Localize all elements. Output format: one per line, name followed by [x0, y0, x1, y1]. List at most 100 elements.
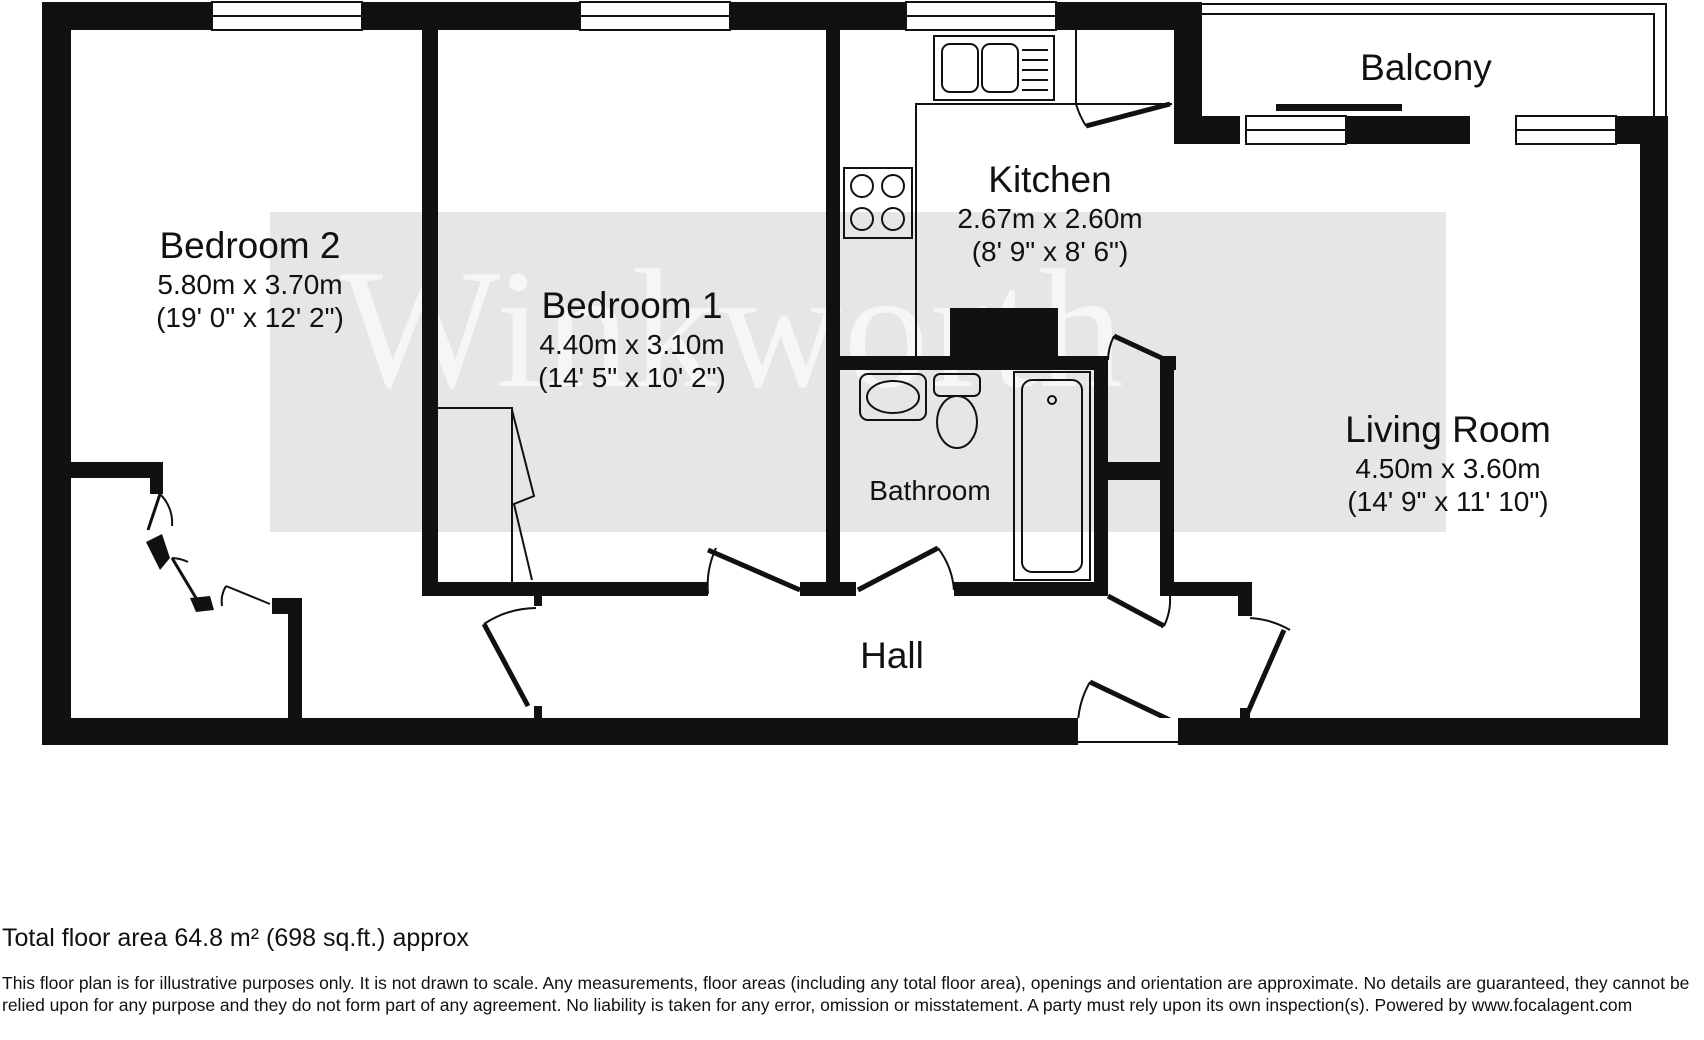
door-bathroom	[856, 545, 940, 593]
door-bed2-corridor-arc	[220, 585, 227, 607]
wall-living-hall-post	[1238, 582, 1252, 616]
door-living	[1245, 628, 1287, 714]
windows	[211, 1, 1617, 145]
wall-living-top-b	[1342, 116, 1470, 144]
room-size-metric: 5.80m x 3.70m	[157, 268, 343, 300]
wall-cupboard-mid	[1094, 462, 1174, 480]
bathroom-fittings	[859, 371, 1091, 581]
wall-wardrobe-post	[150, 462, 163, 494]
wardrobe-hinge-a	[146, 534, 170, 570]
room-size-imperial: (14' 9" x 11' 10")	[1347, 485, 1549, 517]
walls	[42, 2, 1668, 745]
sink-bowl-2	[981, 43, 1019, 93]
room-name: Bedroom 2	[159, 225, 341, 266]
hob-ring	[881, 207, 905, 231]
door-bedroom1-arc	[706, 547, 717, 595]
toilet-cistern	[933, 373, 981, 397]
room-label-hall: Hall	[812, 634, 972, 678]
door-hall	[481, 622, 531, 708]
watermark-panel	[270, 212, 1446, 532]
sink-bowl-1	[941, 43, 979, 93]
room-label-living-room: Living Room 4.50m x 3.60m (14' 9" x 11' …	[1316, 408, 1580, 518]
room-name: Balcony	[1360, 47, 1492, 88]
door-cupboard-lower-arc	[1163, 595, 1172, 627]
jamb-hall-1	[534, 596, 542, 606]
balcony-rail-inner	[1202, 13, 1655, 116]
room-label-balcony: Balcony	[1336, 46, 1516, 90]
hob	[843, 167, 913, 239]
door-bed2-corridor	[225, 585, 271, 605]
room-label-bathroom: Bathroom	[850, 474, 1010, 507]
door-living-arc	[1249, 617, 1291, 631]
hob-ring	[850, 174, 874, 198]
room-name: Kitchen	[988, 159, 1112, 200]
doors	[146, 101, 1291, 725]
room-name: Bedroom 1	[541, 285, 723, 326]
sink-unit	[933, 35, 1055, 101]
door-entrance	[1088, 679, 1176, 725]
wardrobe-carcass	[438, 407, 513, 582]
wall-living-top-c	[1614, 116, 1668, 144]
basin	[859, 373, 927, 421]
door-wardrobe-a	[146, 493, 162, 531]
door-cupboard-upper-arc	[1107, 335, 1115, 361]
room-label-bedroom1: Bedroom 1 4.40m x 3.10m (14' 5" x 10' 2"…	[510, 284, 754, 394]
wall-right	[1640, 116, 1668, 745]
room-name: Bathroom	[869, 475, 991, 506]
door-cupboard-lower	[1106, 593, 1166, 629]
room-name: Hall	[860, 635, 924, 676]
door-bedroom1	[707, 547, 801, 593]
hob-ring	[881, 174, 905, 198]
toilet-bowl	[936, 395, 978, 449]
wardrobe-hinge-b	[190, 596, 214, 612]
room-size-metric: 4.40m x 3.10m	[539, 328, 725, 360]
wall-bed1-bottom-a	[422, 582, 708, 596]
door-balcony-arc	[1075, 103, 1087, 127]
basin-bowl	[866, 380, 920, 414]
entrance-opening	[1078, 718, 1178, 745]
door-wardrobe-b-arc	[171, 557, 189, 563]
room-name: Living Room	[1345, 409, 1551, 450]
bedroom1-wardrobe	[438, 407, 536, 582]
bath	[1013, 371, 1091, 581]
wall-bed2-bed1	[422, 28, 438, 596]
wall-bottom-right	[1178, 718, 1668, 745]
chimney-block	[950, 308, 1058, 364]
wall-bath-bottom	[954, 582, 1108, 596]
jamb-living	[1240, 708, 1250, 720]
bath-plug	[1047, 395, 1057, 405]
room-label-bedroom2: Bedroom 2 5.80m x 3.70m (19' 0" x 12' 2"…	[128, 224, 372, 334]
room-size-imperial: (8' 9" x 8' 6")	[971, 235, 1129, 267]
wardrobe-doors	[511, 409, 536, 581]
disclaimer-text: This floor plan is for illustrative purp…	[2, 973, 1690, 1015]
wall-cupboard-upper	[1160, 356, 1174, 468]
jamb-cupboard	[1166, 356, 1176, 370]
wall-bottom-left	[42, 718, 1078, 745]
room-size-metric: 4.50m x 3.60m	[1355, 452, 1541, 484]
wall-living-hall	[1160, 582, 1252, 596]
jamb-hall-2	[534, 706, 542, 718]
wall-left	[42, 2, 71, 745]
door-bathroom-arc	[937, 547, 955, 591]
door-balcony	[1085, 101, 1171, 129]
kitchen-counter	[915, 28, 1077, 356]
balcony-outline	[1202, 3, 1667, 116]
balcony-rail-outer	[1202, 3, 1667, 116]
wall-living-top-a	[1174, 116, 1240, 144]
room-label-kitchen: Kitchen 2.67m x 2.60m (8' 9" x 8' 6")	[930, 158, 1170, 268]
balcony-slider	[1276, 104, 1402, 111]
room-size-imperial: (19' 0" x 12' 2")	[156, 301, 344, 333]
door-cupboard-upper	[1112, 333, 1168, 363]
total-floor-area: Total floor area 64.8 m² (698 sq.ft.) ap…	[2, 924, 469, 952]
door-entrance-arc	[1077, 681, 1091, 723]
door-wardrobe-b	[170, 557, 198, 599]
door-wardrobe-a-arc	[159, 493, 174, 527]
wall-cupboard-lower	[1160, 476, 1174, 596]
room-size-imperial: (14' 5" x 10' 2")	[538, 361, 726, 393]
hob-ring	[850, 207, 874, 231]
wall-bed1-kitchen	[826, 28, 840, 596]
kitchen-fittings	[843, 28, 1077, 356]
door-hall-arc	[483, 607, 537, 625]
wall-wardrobe-top	[71, 462, 163, 478]
